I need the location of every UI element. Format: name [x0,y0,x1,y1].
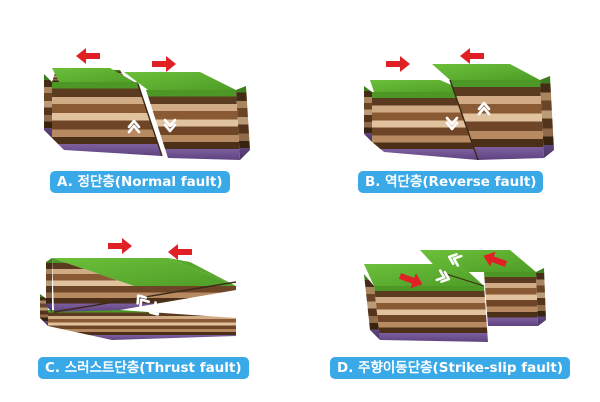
caption-reverse-fault: B. 역단층(Reverse fault) [358,171,544,193]
red-arrow-right-icon [152,56,176,72]
caption-thrust-fault: C. 스러스트단층(Thrust fault) [38,357,249,379]
red-arrow-left-icon [76,48,100,64]
red-arrow-right-icon [108,238,132,254]
caption-strike-slip-fault: D. 주향이동단층(Strike-slip fault) [330,357,571,379]
caption-normal-fault: A. 정단층(Normal fault) [50,171,230,193]
normal-fault-block [44,68,250,160]
reverse-fault-block [364,64,554,161]
red-arrow-left-icon [168,244,192,260]
strike-slip-fault-block [364,250,546,342]
red-arrow-right-icon [386,56,410,72]
thrust-fault-block [40,258,237,340]
red-arrow-left-icon [460,48,484,64]
